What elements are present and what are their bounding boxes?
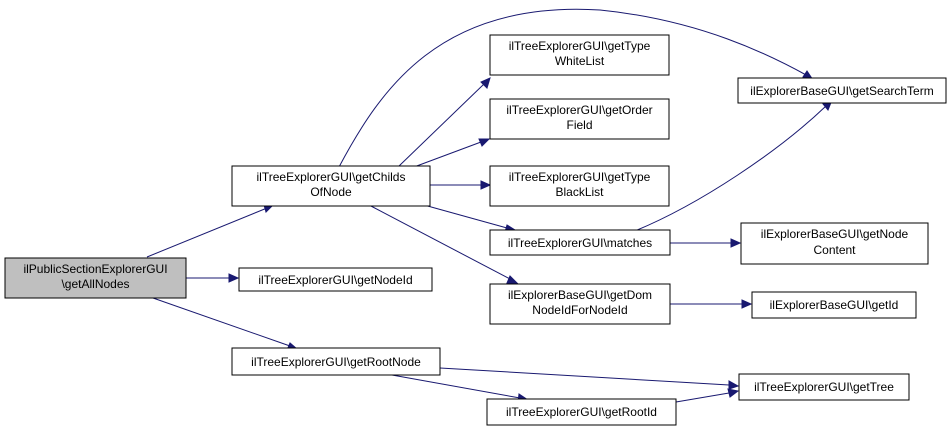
node-get-childs-of-node-line1: ilTreeExplorerGUI\getChilds [257, 170, 406, 184]
node-get-root-id-line1: ilTreeExplorerGUI\getRootId [506, 405, 657, 419]
node-get-type-black-list-line2: BlackList [555, 185, 604, 199]
node-get-id[interactable]: ilExplorerBaseGUI\getId [751, 291, 917, 319]
node-matches[interactable]: ilTreeExplorerGUI\matches [489, 229, 671, 256]
node-get-dom-node-id-line1: ilExplorerBaseGUI\getDom [508, 288, 652, 302]
node-get-type-white-list[interactable]: ilTreeExplorerGUI\getType WhiteList [489, 34, 670, 76]
edge-childs-to-matches [423, 204, 517, 233]
edge-root-node-to-get-tree [439, 367, 740, 390]
edge-root-to-get-root-node [152, 297, 299, 351]
node-get-type-white-list-line2: WhiteList [555, 54, 605, 68]
edge-childs-to-dom-node-id [368, 204, 519, 284]
edge-root-to-get-childs-of-node [146, 204, 274, 258]
node-get-root-id[interactable]: ilTreeExplorerGUI\getRootId [486, 398, 677, 426]
node-get-type-white-list-line1: ilTreeExplorerGUI\getType [509, 39, 651, 53]
node-get-childs-of-node[interactable]: ilTreeExplorerGUI\getChilds OfNode [231, 165, 431, 207]
node-get-order-field[interactable]: ilTreeExplorerGUI\getOrder Field [489, 98, 670, 140]
node-get-node-content-line2: Content [813, 243, 856, 257]
edge-dom-node-id-to-get-id [670, 299, 753, 309]
node-get-dom-node-id-for-node-id[interactable]: ilExplorerBaseGUI\getDom NodeIdForNodeId [489, 283, 671, 325]
edge-childs-to-type-white-list [397, 77, 491, 168]
edge-root-node-to-root-id [391, 374, 530, 403]
node-root-line2: \getAllNodes [61, 277, 129, 291]
node-get-search-term[interactable]: ilExplorerBaseGUI\getSearchTerm [737, 77, 947, 104]
edge-root-to-get-node-id [186, 273, 240, 283]
node-root-line1: ilPublicSectionExplorerGUI [23, 262, 167, 276]
node-get-type-black-list-line1: ilTreeExplorerGUI\getType [509, 170, 651, 184]
node-matches-line1: ilTreeExplorerGUI\matches [508, 236, 652, 250]
node-get-root-node[interactable]: ilTreeExplorerGUI\getRootNode [231, 347, 441, 376]
edge-childs-to-type-black-list [430, 180, 492, 190]
node-get-order-field-line1: ilTreeExplorerGUI\getOrder [506, 103, 652, 117]
edge-root-id-to-get-tree [675, 388, 740, 403]
node-get-node-id-line1: ilTreeExplorerGUI\getNodeId [258, 273, 412, 287]
node-get-dom-node-id-line2: NodeIdForNodeId [532, 303, 627, 317]
node-get-order-field-line2: Field [566, 118, 592, 132]
node-get-node-content[interactable]: ilExplorerBaseGUI\getNode Content [740, 222, 929, 265]
node-get-root-node-line1: ilTreeExplorerGUI\getRootNode [251, 355, 421, 369]
node-root[interactable]: ilPublicSectionExplorerGUI \getAllNodes [4, 257, 187, 299]
node-get-tree-line1: ilTreeExplorerGUI\getTree [754, 380, 894, 394]
node-get-node-content-line1: ilExplorerBaseGUI\getNode [761, 227, 909, 241]
node-get-node-id[interactable]: ilTreeExplorerGUI\getNodeId [238, 267, 433, 292]
node-get-type-black-list[interactable]: ilTreeExplorerGUI\getType BlackList [489, 165, 670, 207]
node-get-childs-of-node-line2: OfNode [310, 185, 352, 199]
node-get-id-line1: ilExplorerBaseGUI\getId [770, 298, 899, 312]
node-get-search-term-line1: ilExplorerBaseGUI\getSearchTerm [750, 84, 933, 98]
node-get-tree[interactable]: ilTreeExplorerGUI\getTree [738, 373, 910, 401]
edge-childs-to-order-field [413, 138, 491, 168]
edge-matches-to-node-content [670, 238, 742, 248]
